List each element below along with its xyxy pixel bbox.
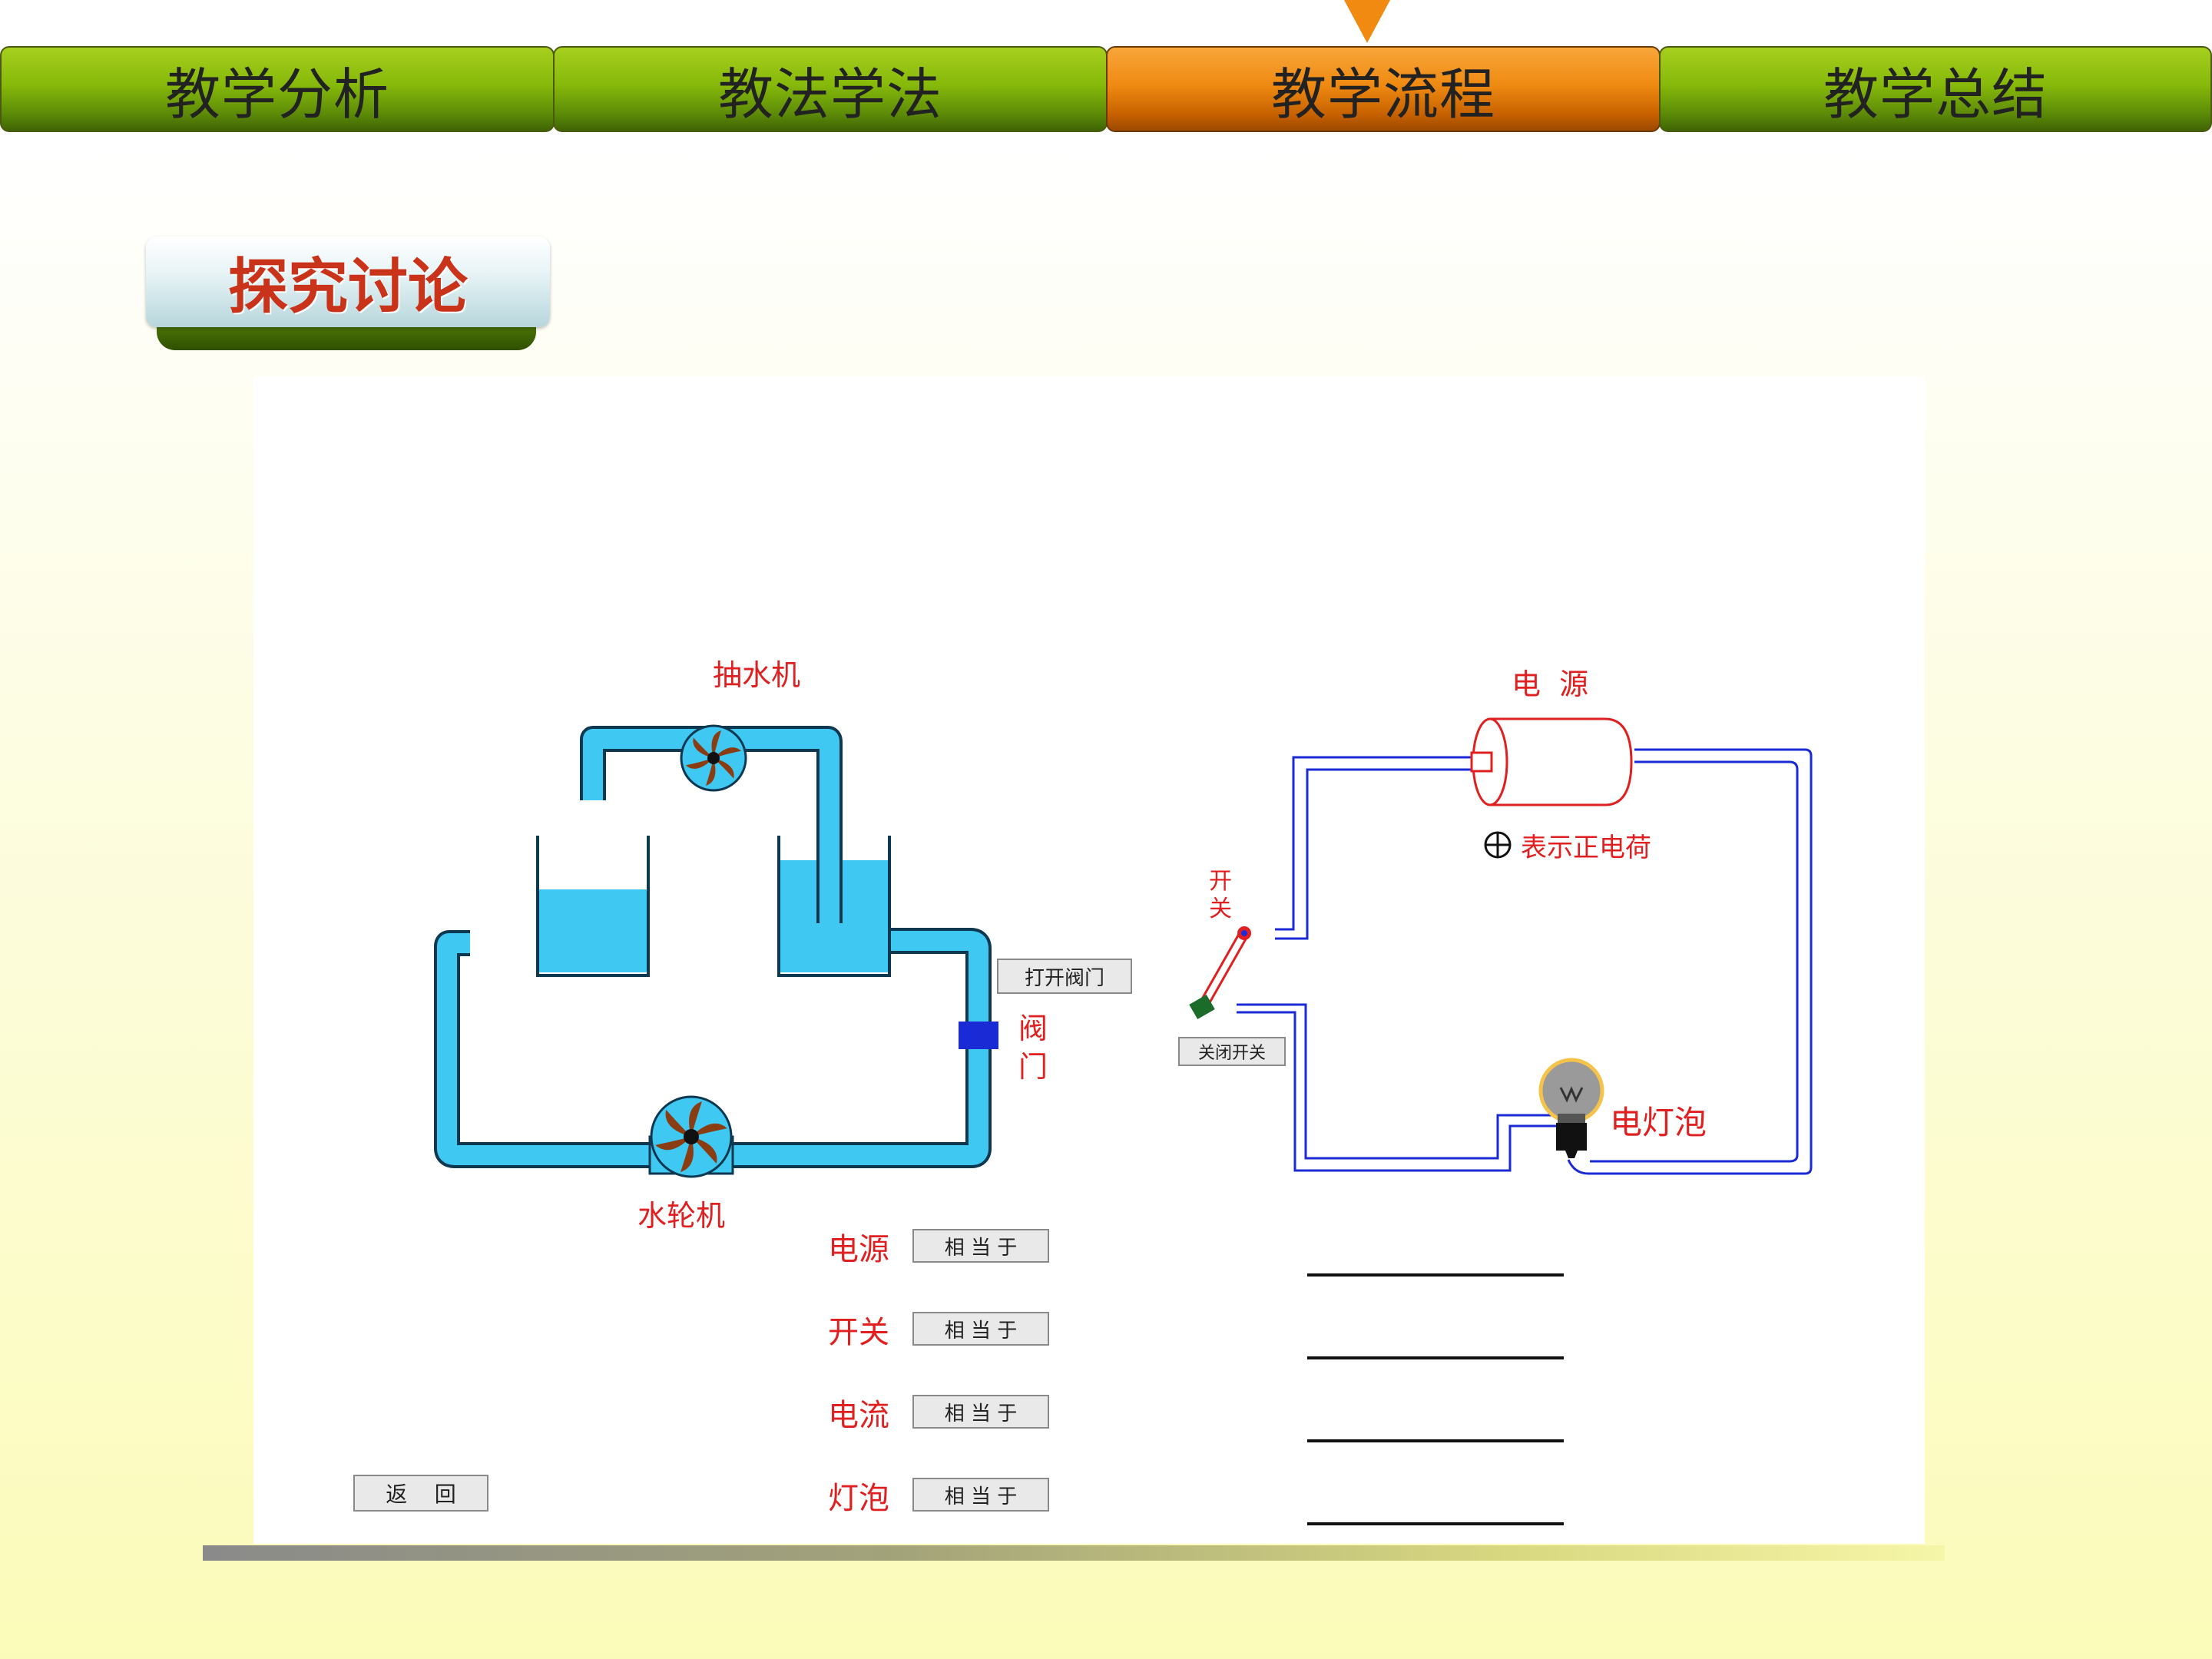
turbine-label: 水轮机 (637, 1199, 726, 1233)
light-bulb (1538, 1058, 1604, 1158)
close-switch-button[interactable]: 关闭开关 (1178, 1037, 1286, 1066)
pump-pipe (580, 726, 843, 923)
tab-teaching-analysis[interactable]: 教学分析 (0, 46, 555, 132)
content-panel: 抽水机 水轮机 阀 门 打开阀门 电 源 表示正电荷 开 关 电灯泡 关闭开关 … (253, 376, 1925, 1544)
equivalent-button[interactable]: 相 当 于 (912, 1478, 1049, 1512)
water-pump (680, 724, 747, 792)
valve-label-top: 阀 (1018, 1012, 1048, 1045)
answer-blank[interactable] (1307, 1439, 1564, 1442)
switch-label-top: 开 (1209, 868, 1232, 895)
bulb-label: 电灯泡 (1610, 1104, 1707, 1141)
equivalent-button[interactable]: 相 当 于 (912, 1229, 1049, 1263)
pump-label: 抽水机 (713, 658, 801, 692)
section-title: 探究讨论 (227, 253, 468, 322)
left-water-tank (536, 836, 650, 977)
answer-blank[interactable] (1307, 1522, 1564, 1525)
switch[interactable] (1189, 926, 1251, 1020)
section-title-badge: 探究讨论 (146, 237, 550, 352)
answer-blank[interactable] (1307, 1273, 1564, 1277)
quiz-term: 开关 (828, 1315, 889, 1350)
tab-label: 教法学法 (717, 61, 942, 127)
open-valve-button[interactable]: 打开阀门 (997, 959, 1132, 994)
positive-charge-icon (1484, 831, 1512, 859)
water-turbine (648, 1095, 734, 1178)
quiz-term: 电源 (828, 1232, 889, 1267)
tab-teaching-summary[interactable]: 教学总结 (1659, 46, 2212, 132)
bottom-divider-bar (203, 1545, 1945, 1561)
tab-label: 教学总结 (1823, 61, 2048, 127)
top-navigation: 教学分析 教法学法 教学流程 教学总结 (0, 46, 2212, 137)
answer-blank[interactable] (1307, 1356, 1564, 1359)
back-button[interactable]: 返 回 (353, 1475, 488, 1512)
quiz-term: 电流 (828, 1398, 889, 1433)
valve-label-bottom: 门 (1018, 1050, 1048, 1084)
quiz-term: 灯泡 (828, 1481, 889, 1516)
power-source-label: 电 源 (1512, 667, 1589, 701)
tab-teaching-process[interactable]: 教学流程 (1106, 46, 1661, 132)
positive-charge-legend: 表示正电荷 (1521, 833, 1651, 863)
tab-teaching-methods[interactable]: 教法学法 (553, 46, 1108, 132)
tab-label: 教学流程 (1270, 61, 1495, 127)
electric-circuit-diagram (1189, 717, 1813, 1175)
equivalent-button[interactable]: 相 当 于 (912, 1312, 1049, 1346)
circuit-wire (1237, 748, 1813, 1175)
water-circuit-diagram (434, 724, 998, 1178)
badge-face: 探究讨论 (146, 237, 550, 327)
analogy-diagrams (434, 717, 1813, 1178)
power-source (1470, 717, 1633, 806)
switch-label-bottom: 关 (1209, 896, 1232, 922)
equivalent-button[interactable]: 相 当 于 (912, 1395, 1049, 1429)
active-tab-pointer (1344, 0, 1390, 43)
tab-label: 教学分析 (164, 61, 389, 127)
valve[interactable] (959, 1022, 998, 1049)
